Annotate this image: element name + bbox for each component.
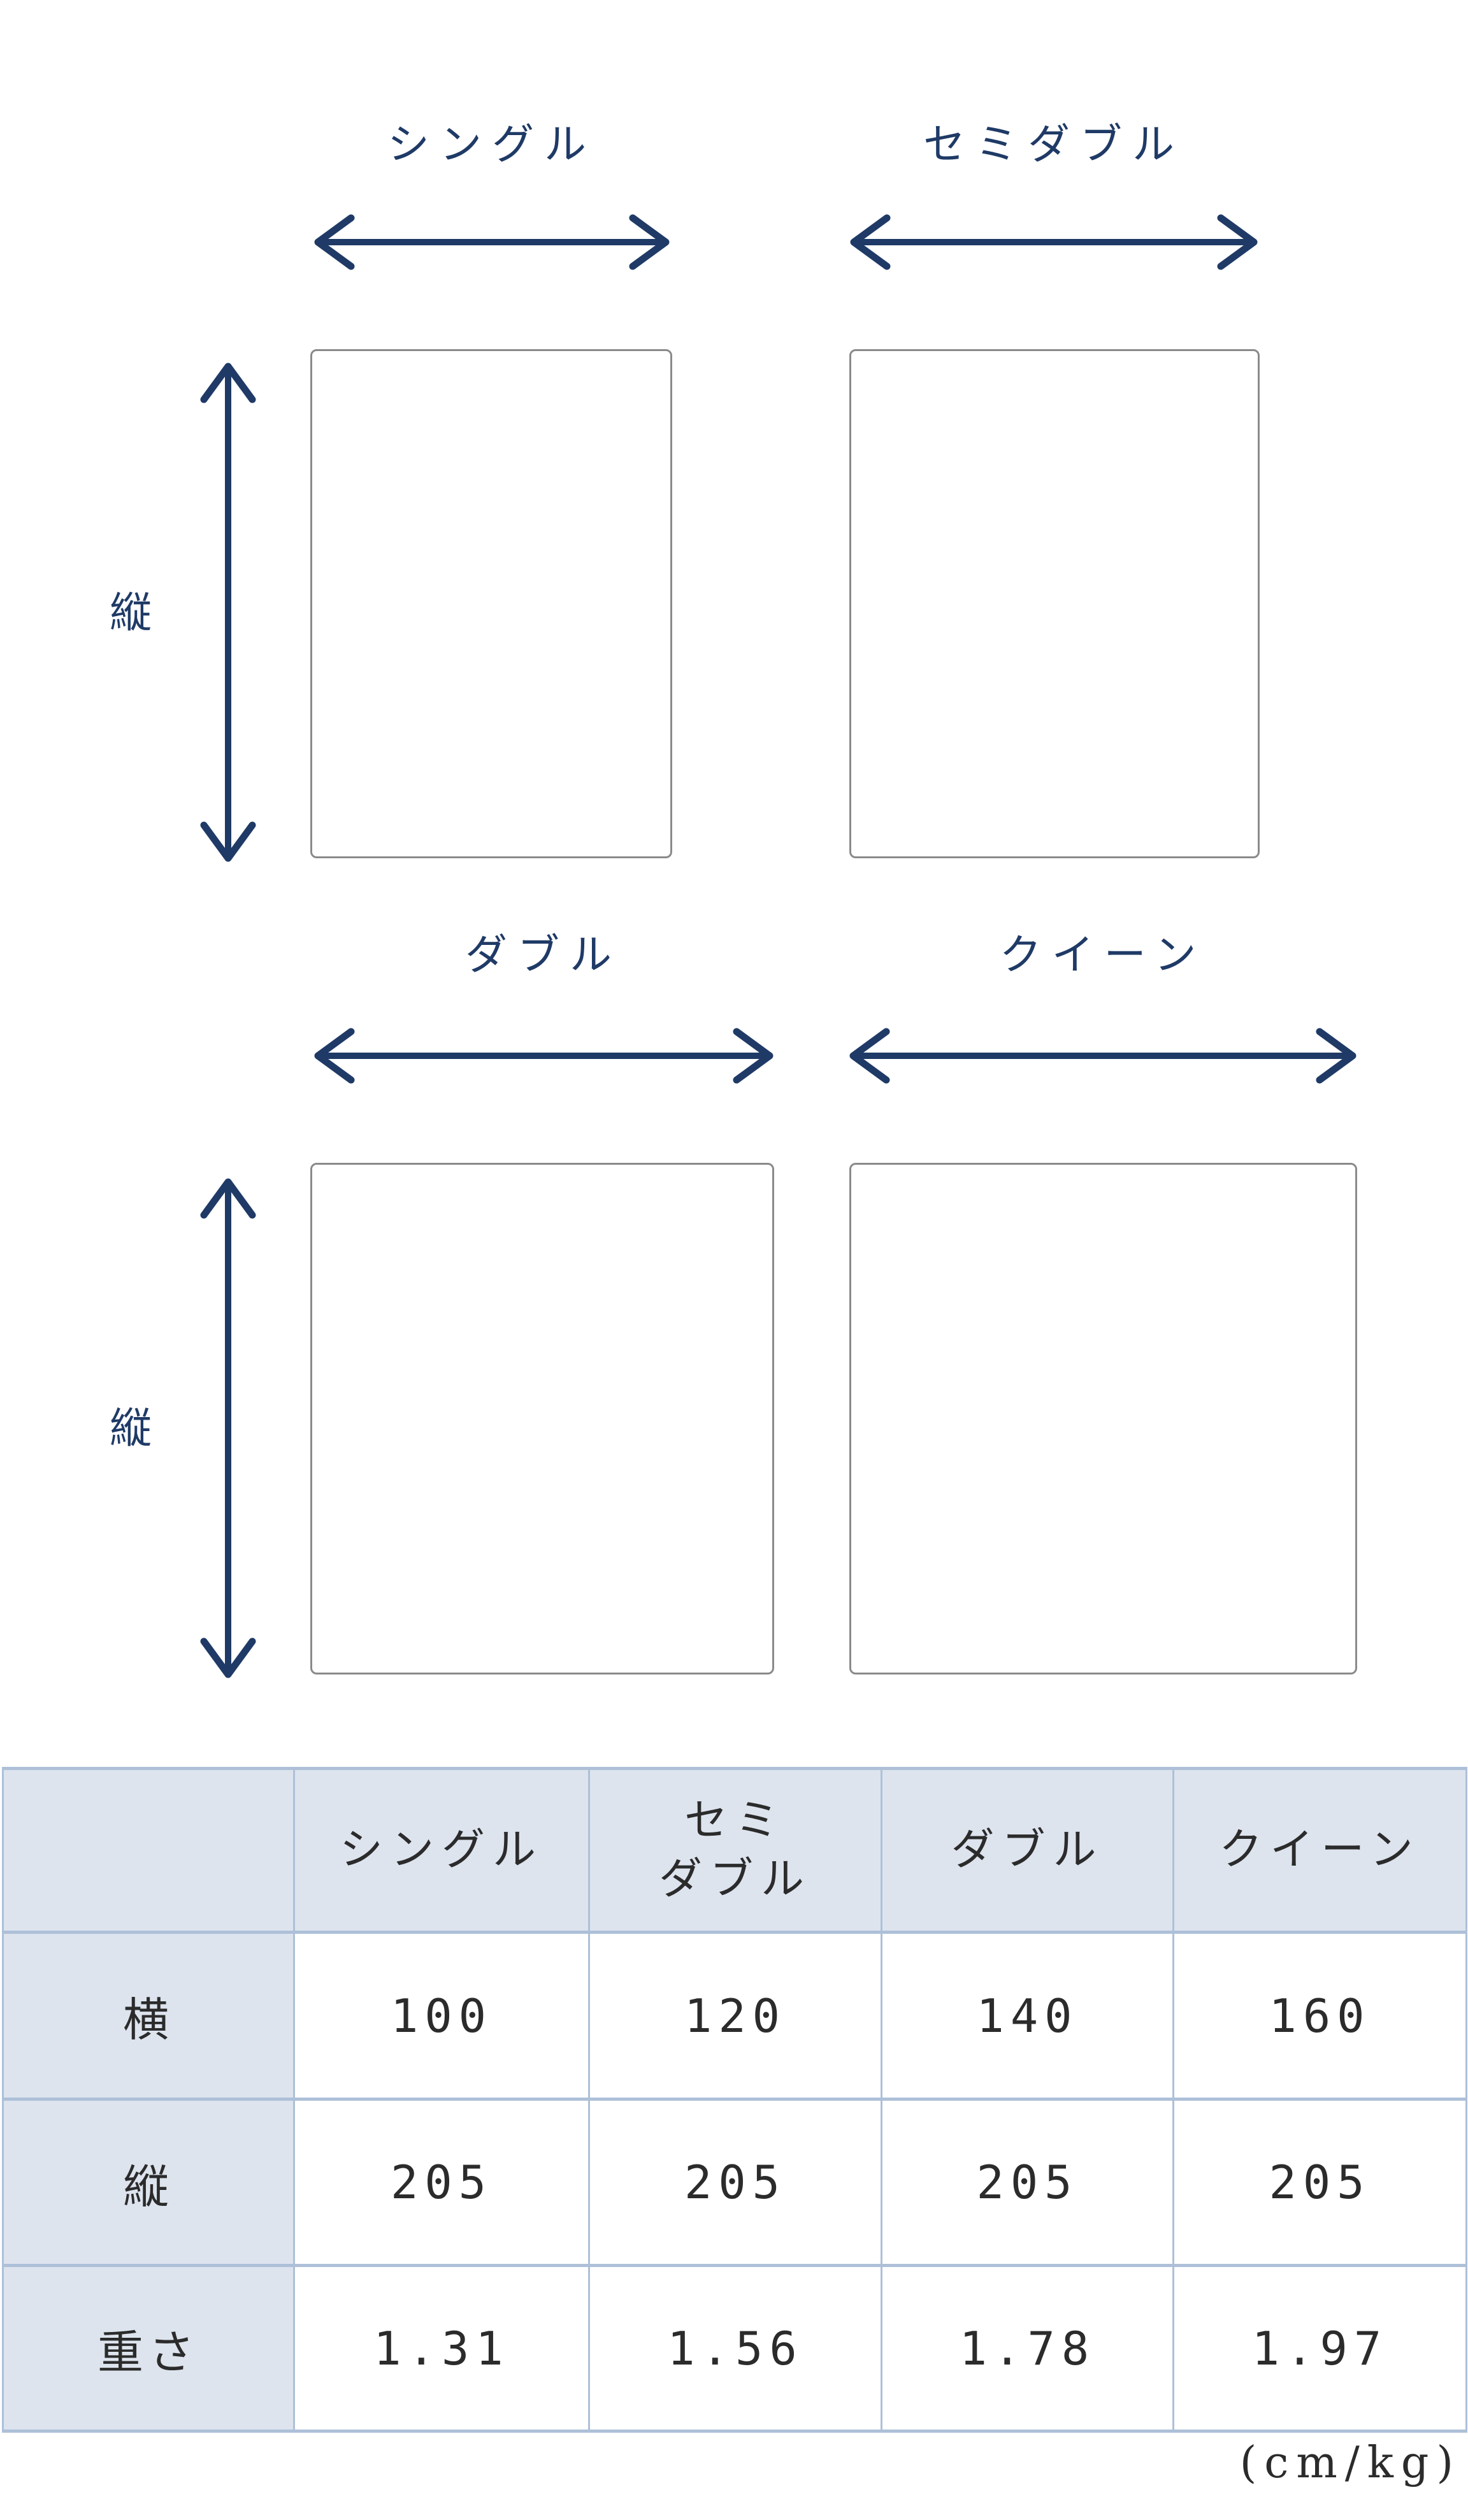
cell-weight-single: 1.31 — [293, 2264, 590, 2433]
cell-height-double: 205 — [881, 2098, 1174, 2267]
width-arrow-semidouble — [850, 214, 1258, 270]
row-label-height: 縦 — [2, 2098, 295, 2267]
cell-weight-double: 1.78 — [881, 2264, 1174, 2433]
cell-height-queen: 205 — [1172, 2098, 1467, 2267]
height-axis-label-bottom: 縦 — [110, 1404, 152, 1451]
height-arrow-bottom-row — [200, 1178, 256, 1678]
bed-label-double: ダブル — [465, 931, 622, 978]
table-row-width: 横 100 120 140 160 — [2, 1931, 1467, 2101]
height-axis-label-top: 縦 — [110, 589, 152, 636]
width-arrow-double — [314, 1028, 774, 1084]
table-row-weight: 重さ 1.31 1.56 1.78 1.97 — [2, 2264, 1467, 2433]
bed-label-queen: クイーン — [999, 931, 1207, 978]
table-row-height: 縦 205 205 205 205 — [2, 2098, 1467, 2267]
row-label-width: 横 — [2, 1931, 295, 2101]
row-label-weight: 重さ — [2, 2264, 295, 2433]
cell-height-semidouble: 205 — [588, 2098, 882, 2267]
unit-note: (cm/kg) — [1239, 2438, 1461, 2488]
table-corner-cell — [2, 1767, 295, 1934]
bed-rect-queen — [849, 1163, 1357, 1674]
height-arrow-top-row — [200, 363, 256, 862]
cell-weight-queen: 1.97 — [1172, 2264, 1467, 2433]
bed-rect-single — [310, 349, 672, 858]
table-col-double: ダブル — [881, 1767, 1174, 1934]
table-header-row: シングル セミ ダブル ダブル クイーン — [2, 1767, 1467, 1934]
table-col-semidouble: セミ ダブル — [588, 1767, 882, 1934]
cell-width-queen: 160 — [1172, 1931, 1467, 2101]
size-table: シングル セミ ダブル ダブル クイーン 横 100 120 140 160 縦… — [2, 1767, 1467, 2433]
table-col-queen: クイーン — [1172, 1767, 1467, 1934]
cell-width-semidouble: 120 — [588, 1931, 882, 2101]
cell-width-single: 100 — [293, 1931, 590, 2101]
bed-rect-double — [310, 1163, 774, 1674]
bed-rect-semidouble — [849, 349, 1260, 858]
bed-label-single: シングル — [387, 120, 596, 168]
cell-weight-semidouble: 1.56 — [588, 2264, 882, 2433]
cell-height-single: 205 — [293, 2098, 590, 2267]
table-col-single: シングル — [293, 1767, 590, 1934]
bed-label-semidouble: セミダブル — [923, 120, 1184, 168]
width-arrow-single — [314, 214, 670, 270]
cell-width-double: 140 — [881, 1931, 1174, 2101]
width-arrow-queen — [849, 1028, 1356, 1084]
